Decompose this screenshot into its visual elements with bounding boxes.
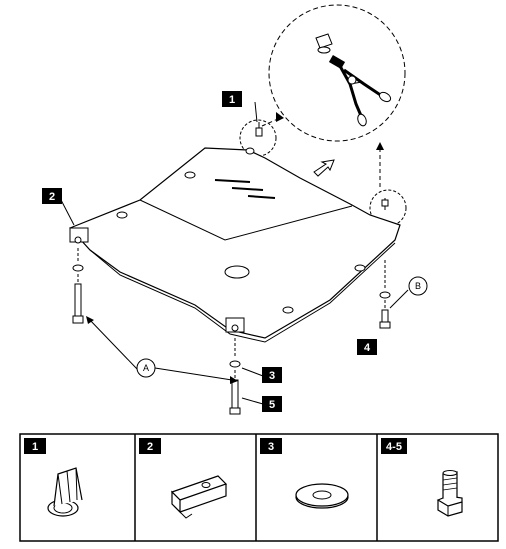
svg-text:4-5: 4-5 (386, 441, 402, 453)
arrow-head-icon (376, 142, 384, 150)
left-bracket (69, 227, 89, 324)
hex-bolt-icon (436, 470, 463, 517)
svg-text:1: 1 (229, 94, 235, 106)
svg-text:2: 2 (49, 191, 55, 203)
direction-arrow-icon (313, 159, 335, 177)
skid-plate (68, 147, 401, 343)
rivet-tool-icon (328, 55, 392, 127)
washer-icon (295, 483, 349, 509)
callout-tag-2: 2 (42, 188, 62, 204)
svg-text:3: 3 (268, 441, 274, 453)
callout-tag-5: 5 (262, 396, 282, 412)
parts-cell-1: 1 (24, 438, 83, 517)
attach-point-circle (369, 189, 407, 227)
parts-cell-3: 3 (260, 438, 349, 509)
svg-text:2: 2 (147, 441, 153, 453)
svg-text:B: B (415, 281, 421, 291)
parts-table: 1 2 3 (19, 433, 499, 542)
callout-tag-1: 1 (222, 91, 242, 107)
parts-cell-4-5: 4-5 (381, 438, 463, 517)
svg-text:A: A (143, 363, 149, 373)
callout-leaders (59, 101, 409, 405)
right-fastener (379, 198, 391, 329)
attach-point-circle (239, 119, 277, 157)
rivet-nut-detail-icon (315, 33, 333, 54)
front-bracket (225, 317, 245, 415)
svg-text:4: 4 (364, 342, 371, 354)
detail-magnifier (268, 4, 406, 142)
callout-tag-4: 4 (357, 339, 377, 355)
arrow-head-icon (276, 112, 284, 122)
clip-nut-icon (170, 475, 228, 519)
parts-cell-2: 2 (139, 438, 228, 519)
callout-circle-a: A (136, 358, 156, 378)
rivet-nut-icon (47, 467, 83, 517)
top-rivet-nut (255, 122, 263, 137)
callout-tag-3: 3 (262, 367, 282, 383)
svg-text:1: 1 (32, 441, 38, 453)
callout-circle-b: B (408, 276, 428, 296)
svg-text:5: 5 (269, 399, 275, 411)
svg-text:3: 3 (269, 370, 275, 382)
